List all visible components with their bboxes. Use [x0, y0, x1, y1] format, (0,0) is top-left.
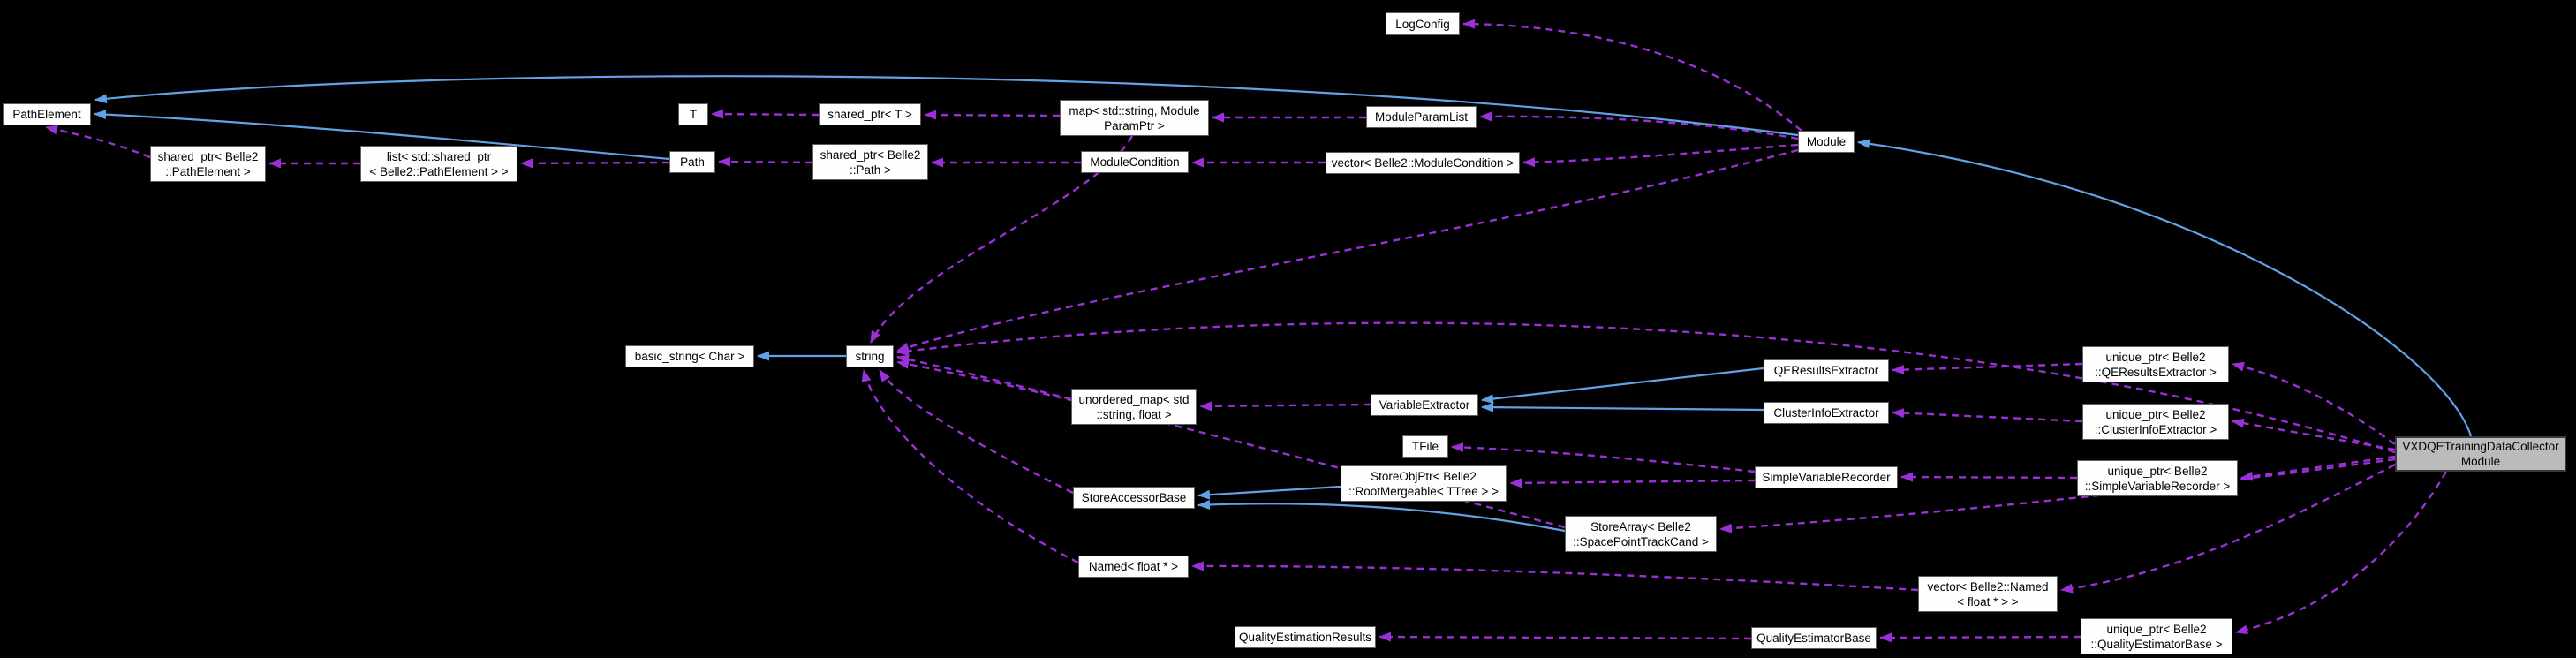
class-node-basic-string[interactable]: basic_string< Char > [625, 345, 754, 367]
edge-storearray-to-storeaccessorbase [1197, 499, 1566, 533]
class-node-named-float[interactable]: Named< float * > [1078, 556, 1189, 578]
edge-up-qeresultsextractor-to-qeresultsextractor [1892, 362, 2083, 375]
edge-module-to-moduleparamlist [1479, 111, 1799, 140]
class-node-path[interactable]: Path [669, 151, 715, 173]
class-node-string[interactable]: string [846, 345, 894, 367]
class-node-unordered-map[interactable]: unordered_map< std ::string, float > [1071, 389, 1197, 425]
edge-vector-named-to-named-float [1191, 561, 1919, 592]
class-node-storeobjptr[interactable]: StoreObjPtr< Belle2 ::RootMergeable< TTr… [1341, 465, 1507, 502]
edge-module-to-vector-modulecondition [1522, 143, 1799, 168]
class-node-map-moduleparamptr[interactable]: map< std::string, Module ParamPtr > [1060, 100, 1209, 136]
edge-up-clusterinfoextractor-to-clusterinfoextractor [1892, 408, 2083, 423]
edge-clusterinfoextractor-to-variableextractor [1481, 402, 1764, 412]
edge-vxdqe-to-up-qualityestimatorbase [2235, 471, 2448, 635]
class-node-t[interactable]: T [678, 103, 708, 125]
class-node-module[interactable]: Module [1798, 131, 1855, 153]
class-node-storearray[interactable]: StoreArray< Belle2 ::SpacePointTrackCand… [1565, 516, 1717, 552]
edge-map-moduleparamptr-to-string [869, 135, 1134, 344]
class-node-vxdqe[interactable]: VXDQETrainingDataCollector Module [2395, 436, 2566, 472]
edge-module-to-pathelement [94, 75, 1799, 137]
edge-simplevariablerecorder-to-storeobjptr [1509, 478, 1756, 488]
class-node-qualityestimationresults[interactable]: QualityEstimationResults [1235, 626, 1376, 648]
class-node-up-simplevariablerecorder[interactable]: unique_ptr< Belle2 ::SimpleVariableRecor… [2077, 460, 2238, 496]
edge-module-to-string [896, 148, 1799, 352]
edge-qeresultsextractor-to-variableextractor [1481, 367, 1764, 405]
class-node-simplevariablerecorder[interactable]: SimpleVariableRecorder [1755, 466, 1898, 488]
class-node-storeaccessorbase[interactable]: StoreAccessorBase [1073, 487, 1195, 509]
class-node-list-sp-pathelement[interactable]: list< std::shared_ptr < Belle2::PathElem… [360, 146, 517, 182]
class-node-sp-path[interactable]: shared_ptr< Belle2 ::Path > [812, 144, 928, 180]
edge-vxdqe-to-string [896, 321, 2396, 454]
class-node-logconfig[interactable]: LogConfig [1386, 12, 1460, 35]
edge-qualityestimatorbase-to-qualityestimationresults [1379, 632, 1752, 642]
edge-sp-path-to-path [718, 156, 813, 167]
edge-named-float-to-string [861, 369, 1079, 564]
edge-vxdqe-to-vector-named [2060, 463, 2396, 594]
class-node-up-clusterinfoextractor[interactable]: unique_ptr< Belle2 ::ClusterInfoExtracto… [2082, 404, 2229, 440]
class-node-qeresultsextractor[interactable]: QEResultsExtractor [1764, 359, 1889, 382]
class-node-clusterinfoextractor[interactable]: ClusterInfoExtractor [1764, 402, 1889, 424]
edge-map-moduleparamptr-to-sp-t [924, 110, 1061, 120]
edge-variableextractor-to-unordered-map [1199, 401, 1371, 412]
edge-vxdqe-to-storearray [1719, 458, 2396, 533]
class-node-qualityestimatorbase[interactable]: QualityEstimatorBase [1751, 627, 1877, 649]
edge-path-to-pathelement [94, 110, 670, 161]
edge-simplevariablerecorder-to-tfile [1451, 442, 1756, 473]
class-node-up-qeresultsextractor[interactable]: unique_ptr< Belle2 ::QEResultsExtractor … [2082, 346, 2229, 382]
edge-storeobjptr-to-storeaccessorbase [1197, 485, 1341, 500]
edge-storeaccessorbase-to-string [879, 369, 1074, 495]
edge-vxdqe-to-up-qeresultsextractor [2232, 361, 2396, 445]
edge-up-simplevariablerecorder-to-simplevariablerecorder [1900, 472, 2078, 482]
edge-module-to-logconfig [1462, 19, 1802, 132]
class-node-sp-t[interactable]: shared_ptr< T > [819, 103, 921, 125]
edge-unordered-map-to-string [896, 354, 1072, 401]
edge-vxdqe-to-up-simplevariablerecorder [2240, 455, 2396, 481]
class-node-vector-named[interactable]: vector< Belle2::Named < float * > > [1918, 576, 2058, 612]
edge-up-qualityestimatorbase-to-qualityestimatorbase [1879, 632, 2081, 643]
edge-sp-pathelement-to-pathelement [45, 125, 151, 159]
class-node-sp-pathelement[interactable]: shared_ptr< Belle2 ::PathElement > [150, 146, 266, 182]
class-node-variableextractor[interactable]: VariableExtractor [1371, 394, 1478, 416]
edge-storearray-to-string [896, 359, 1566, 529]
class-node-tfile[interactable]: TFile [1402, 435, 1448, 458]
class-node-pathelement[interactable]: PathElement [3, 103, 91, 125]
edge-vxdqe-to-module [1857, 139, 2473, 437]
class-node-modulecondition[interactable]: ModuleCondition [1081, 151, 1189, 173]
class-node-moduleparamlist[interactable]: ModuleParamList [1366, 106, 1477, 128]
class-node-vector-modulecondition[interactable]: vector< Belle2::ModuleCondition > [1326, 152, 1520, 174]
edge-sp-t-to-t [711, 109, 820, 119]
class-node-up-qualityestimatorbase[interactable]: unique_ptr< Belle2 ::QualityEstimatorBas… [2081, 618, 2232, 654]
edge-vxdqe-to-up-clusterinfoextractor [2232, 418, 2396, 451]
